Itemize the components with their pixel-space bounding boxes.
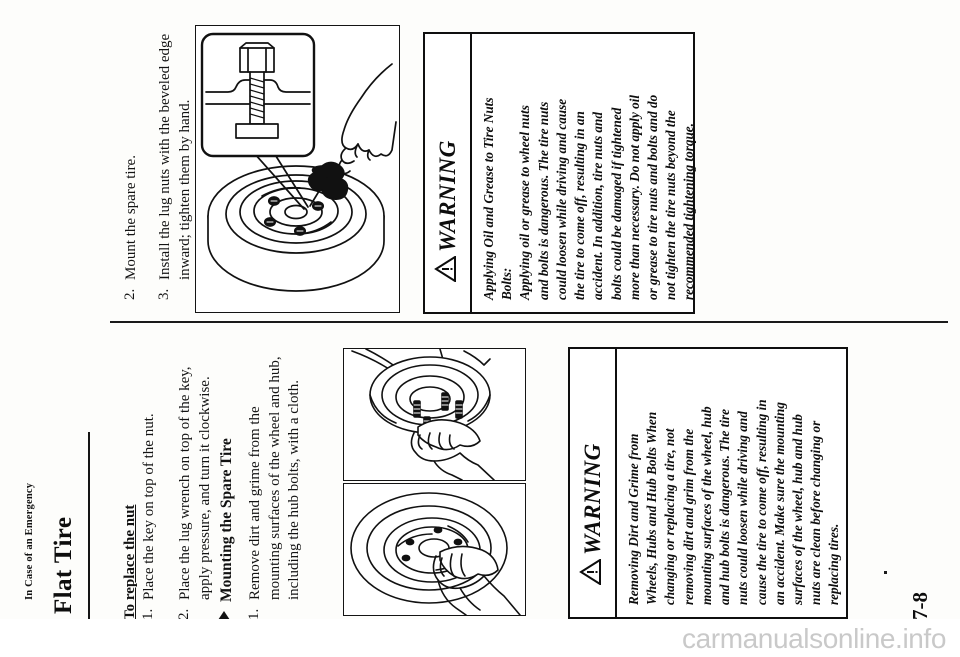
watermark-text: carmanualsonline.info	[682, 623, 946, 654]
warning-divider	[470, 34, 473, 312]
dirt-grime-warning-box: WARNING Removing Dirt and Grime from Whe…	[568, 347, 848, 619]
step-text: Remove dirt and grime from the mounting …	[247, 356, 302, 600]
column-divider	[110, 321, 948, 324]
warning-title: Applying Oil and Grease to Tire Nuts Bol…	[481, 97, 515, 300]
step-number: 2.	[122, 288, 138, 300]
clean-hub-illustration	[351, 349, 495, 480]
warning-body: changing or replacing a tire, not removi…	[662, 399, 842, 605]
clean-hub-figure	[343, 348, 526, 481]
warning-label-group: WARNING	[579, 443, 607, 586]
step-number: 3.	[156, 288, 172, 300]
warning-title: Removing Dirt and Grime from Wheels, Hub…	[626, 411, 660, 605]
bullet-heading-mounting-the-spare-tire: Mounting the Spare Tire	[218, 438, 236, 620]
warning-label: WARNING	[580, 443, 605, 555]
step-text: Place the key on top of the nut.	[141, 413, 157, 600]
watermark-band: carmanualsonline.info	[0, 619, 960, 657]
step-text: Place the lug wrench on top of the key, …	[177, 366, 213, 600]
warning-label: WARNING	[435, 140, 460, 252]
chapter-header: In Case of an Emergency	[24, 482, 35, 600]
clean-wheel-illustration	[350, 492, 521, 615]
step-text: Mount the spare tire.	[123, 155, 139, 280]
section-heading-to-replace-the-nut: To replace the nut	[122, 504, 138, 620]
warning-divider	[615, 349, 618, 617]
mount-spare-tire-illustration	[200, 32, 397, 292]
mount-spare-tire-figure	[195, 25, 400, 313]
step-text-block: Place the lug wrench on top of the key, …	[176, 350, 215, 600]
oil-grease-warning-box: WARNING Applying Oil and Grease to Tire …	[423, 32, 696, 314]
scan-speck	[884, 571, 887, 574]
page-number: 7-8	[908, 592, 932, 620]
clean-wheel-figure	[343, 483, 526, 616]
step-text-block: Remove dirt and grime from the mounting …	[246, 350, 305, 600]
header-rule	[88, 432, 91, 632]
page-title: Flat Tire	[50, 516, 77, 614]
warning-triangle-icon	[434, 255, 462, 283]
step-text-block: Install the lug nuts with the beveled ed…	[156, 28, 195, 280]
step-text: Install the lug nuts with the beveled ed…	[157, 33, 193, 280]
warning-body-group: Applying Oil and Grease to Tire Nuts Bol…	[480, 48, 699, 300]
warning-label-group: WARNING	[434, 140, 462, 283]
warning-body: Applying oil or grease to wheel nuts and…	[517, 94, 697, 300]
warning-triangle-icon	[579, 558, 607, 586]
warning-body-group: Removing Dirt and Grime from Wheels, Hub…	[625, 361, 844, 605]
